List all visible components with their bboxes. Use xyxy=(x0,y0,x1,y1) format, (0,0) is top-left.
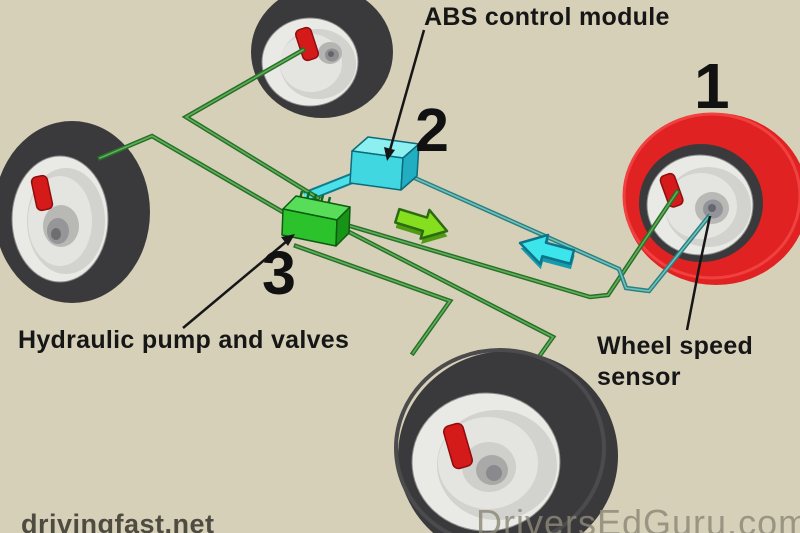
watermark-drivingfast: drivingfast.net xyxy=(21,509,215,533)
abs-control-module-unit xyxy=(349,136,420,191)
leader-lines xyxy=(182,29,712,331)
watermark-driversedguru: DriversEdGuru.com xyxy=(476,502,800,533)
brake-caliper-icon xyxy=(30,174,54,212)
wheel-top xyxy=(251,0,393,118)
hydraulic-pump-label: Hydraulic pump and valves xyxy=(18,326,350,354)
callout-number-module: 2 xyxy=(415,96,449,164)
wheel-front-left xyxy=(0,121,150,303)
sensor-signal-wire xyxy=(407,172,712,294)
wheel-speed-sensor-label-line2: sensor xyxy=(597,363,681,391)
module-leader-line xyxy=(384,29,426,161)
callout-number-pump: 3 xyxy=(262,239,296,307)
wheel-speed-sensor-label-line1: Wheel speed xyxy=(597,332,754,360)
sensor-leader-line xyxy=(685,215,712,331)
wheel-speed-sensor-label: Wheel speed sensor xyxy=(597,331,753,393)
sensor-signal-arrow-icon xyxy=(518,233,576,270)
hydraulic-pump-unit xyxy=(281,190,351,247)
abs-module-label: ABS control module xyxy=(424,3,670,31)
callout-number-wheel: 1 xyxy=(694,50,730,122)
brake-caliper-icon xyxy=(442,422,474,470)
pressure-flow-arrow-icon xyxy=(393,207,449,244)
pump-leader-line xyxy=(182,234,295,329)
wheel-highlighted-right xyxy=(622,112,800,285)
wheel-bottom xyxy=(394,348,618,533)
brake-caliper-icon xyxy=(659,172,684,208)
